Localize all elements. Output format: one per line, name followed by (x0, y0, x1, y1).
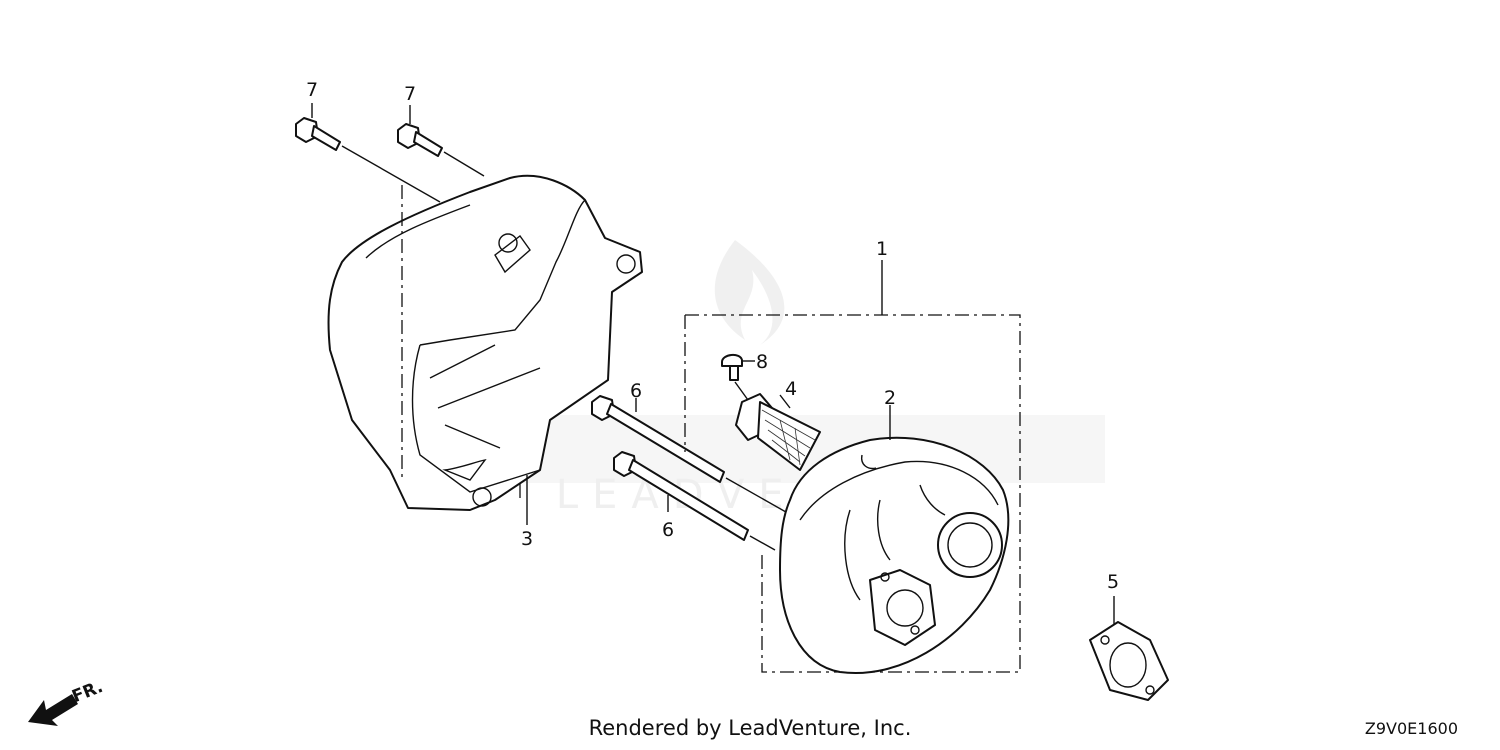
callout-4: 4 (785, 378, 797, 400)
part-7-flange-bolt-right[interactable] (397, 105, 485, 177)
part-6-stud-bolt-upper[interactable] (591, 395, 801, 521)
callout-2: 2 (884, 387, 896, 409)
part-6-stud-bolt-lower[interactable] (613, 451, 776, 551)
render-credit: Rendered by LeadVenture, Inc. (588, 716, 912, 740)
diagram-code: Z9V0E1600 (1364, 719, 1458, 738)
callout-7-left: 7 (306, 79, 318, 101)
callout-3: 3 (521, 528, 533, 550)
part-4-spark-arrester[interactable] (735, 393, 821, 471)
front-label: FR. (69, 677, 106, 707)
part-8-screw[interactable] (721, 354, 755, 401)
callout-7-right: 7 (404, 83, 416, 105)
part-5-gasket[interactable] (1089, 596, 1169, 701)
part-3-muffler-protector[interactable] (327, 174, 643, 525)
callout-6-lower: 6 (662, 519, 674, 541)
callout-6-upper: 6 (630, 380, 642, 402)
part-2-muffler[interactable] (779, 405, 1010, 674)
callout-5: 5 (1107, 571, 1119, 593)
callout-1: 1 (876, 238, 888, 260)
part-1-muffler-assembly-box[interactable] (684, 260, 1021, 673)
callout-8: 8 (756, 351, 768, 373)
part-7-flange-bolt-left[interactable] (295, 103, 441, 203)
